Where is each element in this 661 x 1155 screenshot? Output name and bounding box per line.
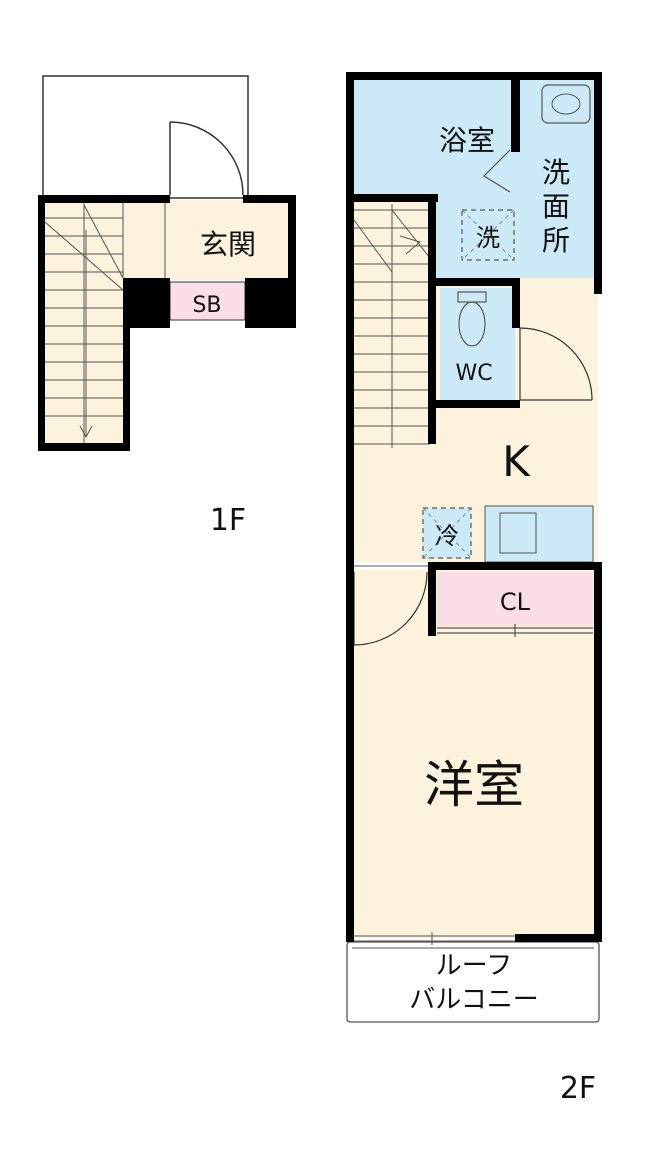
roof-balcony [346, 941, 600, 1023]
fridge-label: 冷 [435, 522, 459, 550]
first-floor-label: 1F [210, 503, 246, 538]
wall-top-right [243, 195, 295, 203]
shoe-box [169, 281, 246, 321]
bath-label: 浴室 [439, 124, 495, 157]
wall-sb-left [123, 278, 170, 328]
bath-area-2 [352, 80, 517, 198]
bath-door-mark [483, 149, 511, 193]
washroom-label-3: 所 [542, 224, 570, 257]
second-floor-plan: 浴室 洗 面 所 洗 WC K 冷 CL 洋室 ルーフ バルコニー 2F [346, 72, 602, 1106]
wall-sb-right [245, 278, 295, 328]
washbasin [541, 84, 591, 124]
toilet-bowl [458, 301, 486, 347]
balcony-label-1: ルーフ [436, 951, 512, 981]
western-room-label: 洋室 [424, 756, 524, 814]
stair-floor [45, 200, 125, 448]
kitchen-label: K [502, 437, 531, 486]
first-floor-stairs [44, 203, 166, 443]
second-floor-label: 2F [560, 1071, 596, 1106]
closet-area [437, 572, 593, 626]
toilet-door-swing [519, 327, 593, 401]
washroom-label-2: 面 [542, 190, 570, 223]
closet-label: CL [500, 588, 531, 616]
shoe-box-label: SB [192, 293, 221, 318]
washbasin-bowl [551, 93, 581, 115]
room-door-swing [353, 571, 428, 646]
first-floor-plan: 玄関 SB 1F [38, 75, 296, 538]
toilet-label: WC [455, 361, 492, 386]
washer-space [461, 209, 515, 261]
second-floor-stairs [353, 204, 431, 448]
balcony-label-2: バルコニー [409, 985, 538, 1015]
second-floor-walls [346, 72, 602, 942]
fridge-diag-2 [422, 507, 472, 559]
entrance-door-swing [169, 121, 244, 196]
kitchen-counter [484, 505, 594, 563]
entrance-label: 玄関 [200, 228, 256, 261]
entrance-porch [42, 75, 249, 199]
washroom-label-1: 洗 [542, 156, 570, 189]
washer-label: 洗 [476, 224, 500, 252]
kitchen-sink [499, 512, 537, 554]
wall-right [288, 195, 296, 328]
